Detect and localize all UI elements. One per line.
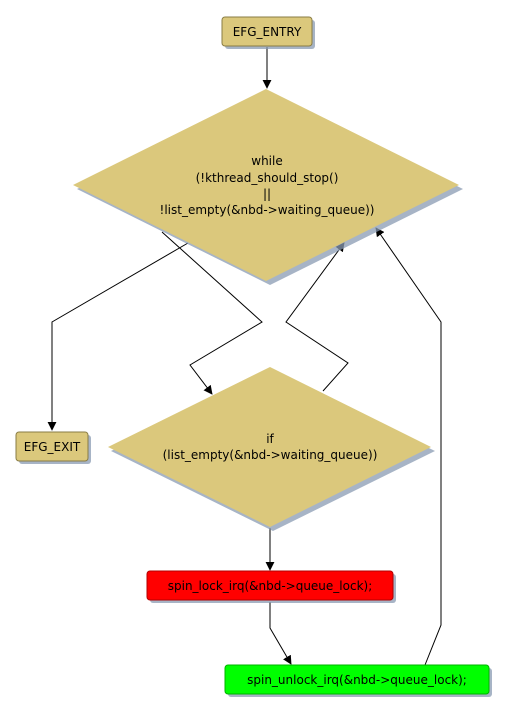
entry-box [221,16,313,47]
while-line-1: while [251,154,282,168]
while-line-3: || [263,187,271,201]
if-line-2: (list_empty(&nbd->waiting_queue)) [163,448,378,462]
exit-box [15,431,89,462]
lock-box [146,570,394,601]
while-diamond [73,89,459,281]
entry-node: EFG_ENTRY [221,16,315,49]
unlock-box [224,664,490,695]
unlock-label: spin_unlock_irq(&nbd->queue_lock); [247,673,467,687]
exit-node: EFG_EXIT [15,431,91,464]
if-diamond [108,367,431,527]
unlock-node: spin_unlock_irq(&nbd->queue_lock); [224,664,492,697]
edge-lock-to-unlock [269,602,292,665]
edge-if-back-to-while [285,242,349,392]
lock-node: spin_lock_irq(&nbd->queue_lock); [146,570,396,603]
entry-label: EFG_ENTRY [233,25,302,39]
edge-while-to-if [161,231,263,395]
if-decision-node: if (list_empty(&nbd->waiting_queue)) [108,367,435,531]
exit-label: EFG_EXIT [24,440,81,454]
edge-unlock-back-to-while [375,227,442,666]
lock-label: spin_lock_irq(&nbd->queue_lock); [168,579,373,593]
edges [47,47,442,666]
edge-while-to-exit [47,242,189,431]
while-line-2: (!kthread_should_stop() [196,171,339,185]
if-line-1: if [266,432,274,446]
while-line-4: !list_empty(&nbd->waiting_queue)) [160,203,375,217]
while-decision-node: while (!kthread_should_stop() || !list_e… [73,89,463,285]
